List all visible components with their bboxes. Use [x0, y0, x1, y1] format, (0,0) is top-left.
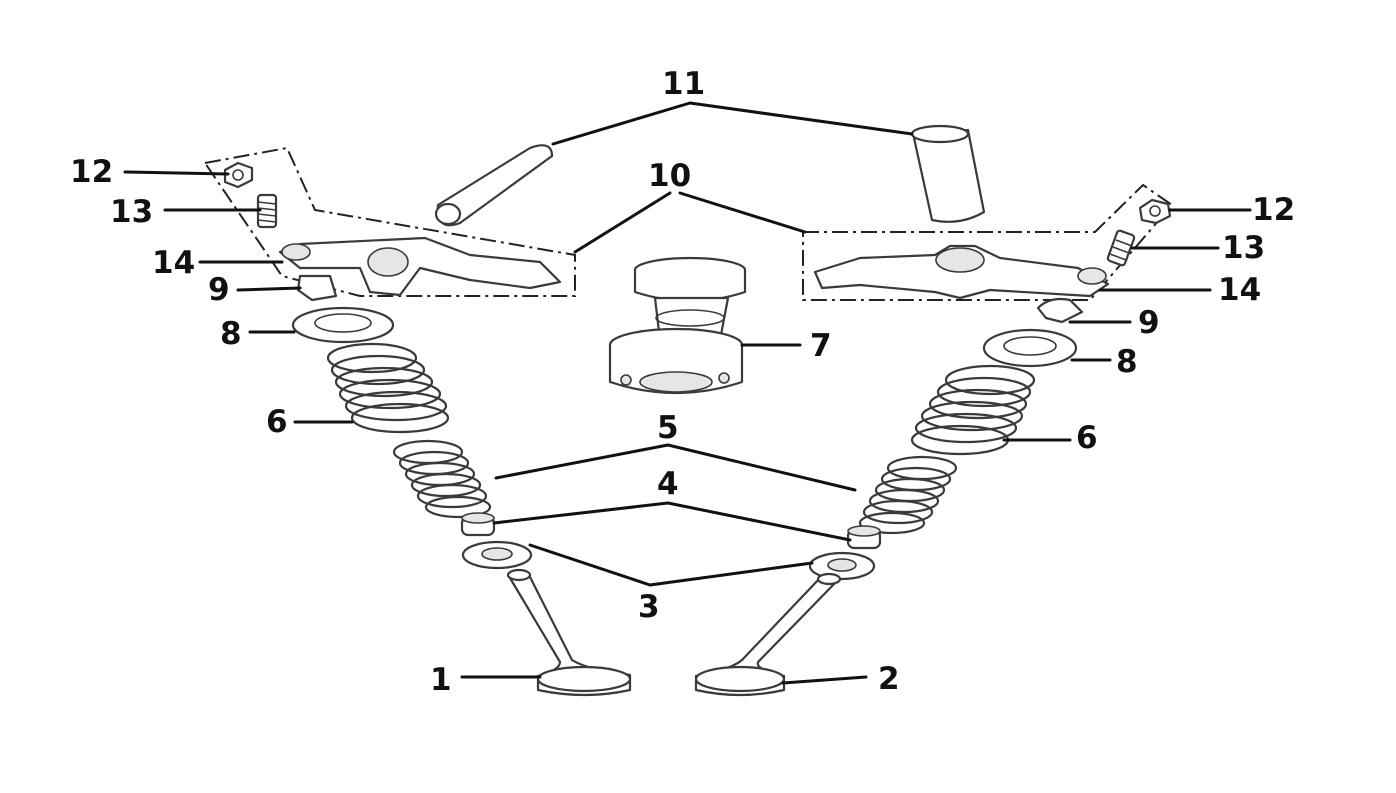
callout-13-right: 13	[1222, 230, 1265, 266]
callout-5: 5	[657, 410, 679, 446]
callout-12-left: 12	[70, 154, 113, 190]
callout-14-left: 14	[152, 245, 195, 281]
callout-labels: 11 10 12 13 14 9 8 6 7 12 13 14 9 8 6 5 …	[70, 66, 1295, 698]
callout-10: 10	[648, 158, 691, 194]
valve-cotter-right	[1036, 297, 1084, 324]
exhaust-valve	[694, 572, 842, 697]
callout-6-left: 6	[266, 404, 288, 440]
rocker-group-box-right	[802, 183, 1174, 301]
adjusting-screw-right	[1106, 229, 1136, 267]
valve-spring-retainer-left	[291, 306, 395, 344]
inner-valve-spring-left	[392, 439, 492, 519]
callout-12-right: 12	[1252, 192, 1295, 228]
callout-4: 4	[657, 466, 679, 502]
outer-valve-spring-left	[326, 342, 450, 434]
callout-9-right: 9	[1138, 305, 1160, 341]
adjusting-nut-left	[223, 161, 254, 189]
rocker-arm-shaft-right	[910, 124, 986, 223]
callout-8-left: 8	[220, 316, 242, 352]
callout-7: 7	[810, 328, 832, 364]
callout-9-left: 9	[208, 272, 230, 308]
rocker-arm-shaft-left	[434, 144, 554, 227]
adjusting-screw-left	[256, 193, 278, 229]
callout-3: 3	[638, 589, 660, 625]
rocker-group-box-left	[203, 146, 576, 297]
valve-spring-seat-left	[461, 540, 533, 570]
valve-spring-seat-right	[808, 551, 876, 581]
inner-valve-spring-right	[858, 455, 958, 535]
callout-14-right: 14	[1218, 272, 1261, 308]
callout-11: 11	[662, 66, 705, 102]
callout-1: 1	[430, 662, 452, 698]
intake-valve	[506, 568, 632, 697]
valve-stem-seal-right	[846, 525, 882, 550]
valve-cotter-left	[296, 274, 338, 302]
camshaft	[608, 256, 747, 395]
leader-lines	[123, 101, 1252, 685]
callout-6-right: 6	[1076, 420, 1098, 456]
adjusting-nut-right	[1138, 198, 1172, 225]
callout-2: 2	[878, 661, 900, 697]
rocker-arm-left	[278, 236, 562, 297]
valve-spring-retainer-right	[982, 328, 1078, 368]
callout-13-left: 13	[110, 194, 153, 230]
rocker-arm-right	[813, 244, 1110, 300]
callout-8-right: 8	[1116, 344, 1138, 380]
valve-stem-seal-left	[460, 512, 496, 537]
